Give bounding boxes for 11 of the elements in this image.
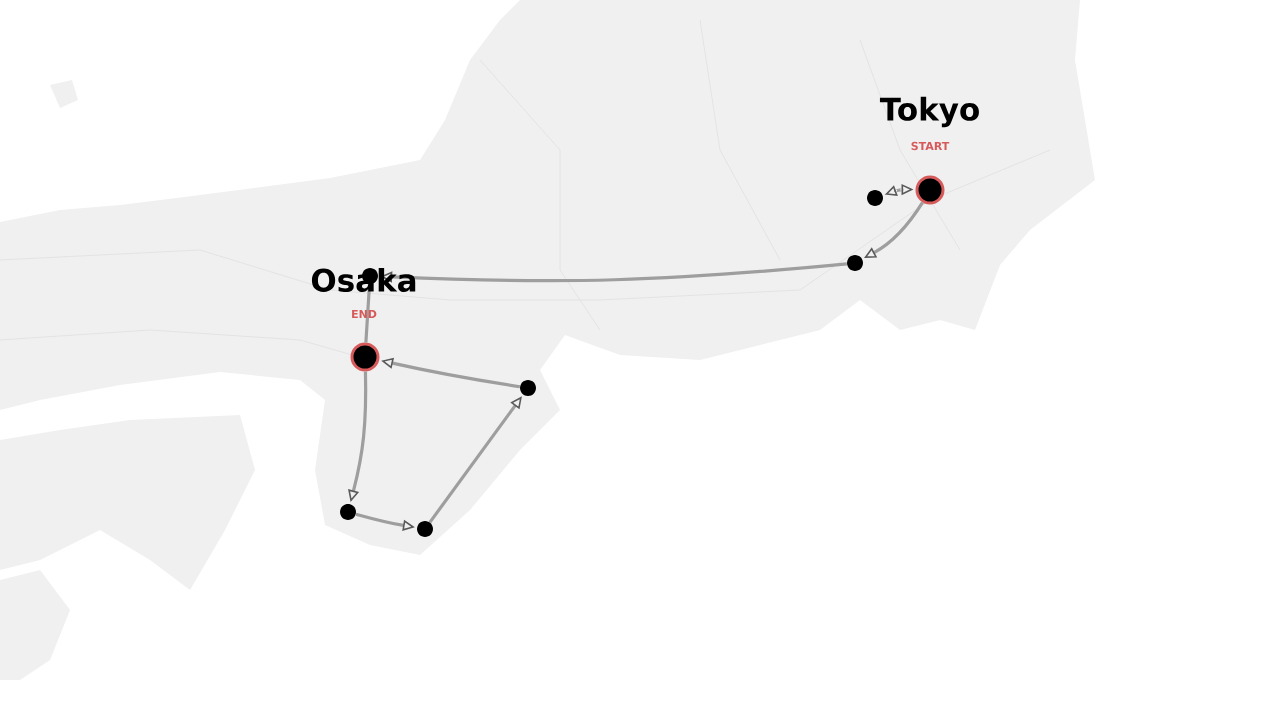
stop-dot xyxy=(847,255,863,271)
city-marker xyxy=(915,175,945,205)
route-status: START xyxy=(911,141,950,151)
stop-dot xyxy=(340,504,356,520)
stop-dot xyxy=(520,380,536,396)
stop-dot xyxy=(867,190,883,206)
route-status: END xyxy=(352,310,377,318)
city-name: Tokyo xyxy=(879,96,979,128)
stop-dot xyxy=(417,521,433,537)
city-marker xyxy=(350,342,380,372)
route-arrow xyxy=(428,396,522,524)
